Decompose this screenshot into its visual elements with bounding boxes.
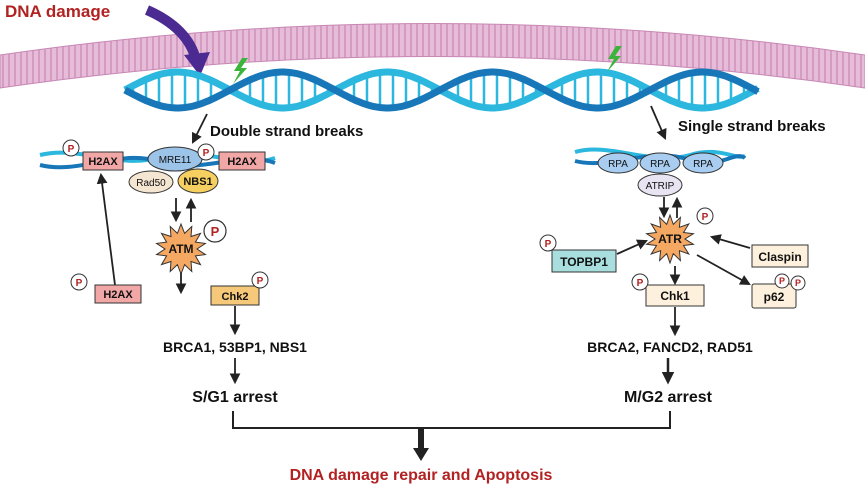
convergence-bracket — [232, 411, 671, 429]
h2ax-label-top: H2AX — [88, 156, 118, 168]
p62-box — [751, 283, 797, 309]
phospho-icon: P — [774, 273, 790, 289]
atr-node — [645, 213, 695, 265]
rpa-label: RPA — [608, 159, 628, 170]
arrow-topbp1-to-atr — [616, 239, 648, 255]
phospho-icon: P — [203, 219, 227, 243]
svg-text:P: P — [637, 278, 644, 289]
dsb-label: Double strand breaks — [210, 123, 363, 140]
nbs1-label: NBS1 — [183, 176, 212, 188]
arrow-to-dsb — [192, 113, 208, 144]
lightning-icon-right — [607, 46, 622, 72]
phospho-icon: P — [539, 234, 557, 252]
phospho-icon: P — [62, 139, 80, 157]
h2ax-label-right: H2AX — [227, 156, 257, 168]
topbp1-label: TOPBP1 — [560, 255, 608, 269]
right-arrest-label: M/G2 arrest — [624, 389, 713, 406]
ssb-label: Single strand breaks — [678, 118, 826, 135]
bottom-outcome-label: DNA damage repair and Apoptosis — [290, 467, 553, 484]
rpa-label: RPA — [693, 159, 713, 170]
convergence-arrow — [413, 428, 429, 461]
svg-text:P: P — [779, 276, 785, 286]
mre11-label: MRE11 — [159, 155, 192, 166]
arrow-to-ssb — [650, 105, 667, 140]
h2ax-box-bottom — [94, 284, 142, 304]
nbs1-node — [177, 168, 219, 194]
svg-text:P: P — [203, 148, 210, 159]
arrow-h2ax-up — [96, 172, 116, 286]
phospho-icon: P — [696, 207, 714, 225]
atm-label: ATM — [168, 242, 193, 256]
phospho-icon: P — [70, 273, 88, 291]
svg-text:P: P — [76, 278, 83, 289]
rpa-node — [639, 152, 681, 174]
topbp1-box — [551, 249, 617, 273]
rpa-label: RPA — [650, 159, 670, 170]
h2ax-box-right — [218, 151, 266, 171]
rpa-node — [597, 152, 639, 174]
diagram-title: DNA damage — [5, 2, 110, 21]
atrip-label: ATRIP — [646, 181, 675, 192]
left-targets-label: BRCA1, 53BP1, NBS1 — [163, 339, 307, 355]
chk2-box — [210, 285, 260, 306]
claspin-box — [751, 244, 809, 268]
phospho-icon: P — [197, 143, 215, 161]
damage-arrow — [144, 5, 210, 76]
h2ax-box-top — [82, 151, 124, 171]
svg-text:P: P — [257, 276, 264, 287]
svg-text:P: P — [68, 144, 75, 155]
atr-label: ATR — [658, 232, 682, 246]
rad50-label: Rad50 — [136, 178, 166, 189]
phospho-icon: P — [251, 271, 269, 289]
phospho-icon: P — [790, 275, 806, 291]
svg-text:P: P — [211, 224, 220, 239]
chk2-label: Chk2 — [222, 291, 249, 303]
left-arrest-label: S/G1 arrest — [192, 389, 278, 406]
chk1-label: Chk1 — [660, 289, 690, 303]
p62-label: p62 — [764, 290, 785, 304]
svg-text:P: P — [545, 239, 552, 250]
rad50-node — [128, 170, 174, 194]
claspin-label: Claspin — [758, 250, 801, 264]
cell-membrane — [0, 23, 865, 89]
arrow-claspin-to-atr — [709, 234, 751, 249]
h2ax-label-bottom: H2AX — [103, 289, 133, 301]
svg-text:P: P — [795, 278, 801, 288]
atrip-node — [637, 173, 683, 197]
phospho-icon: P — [631, 273, 649, 291]
svg-text:P: P — [702, 212, 709, 223]
lightning-icon-left — [233, 58, 248, 84]
rpa-node — [682, 152, 724, 174]
main-dna-helix — [123, 68, 760, 112]
chk1-box — [645, 284, 705, 307]
arrow-atr-to-p62 — [696, 254, 751, 286]
right-targets-label: BRCA2, FANCD2, RAD51 — [587, 339, 753, 355]
